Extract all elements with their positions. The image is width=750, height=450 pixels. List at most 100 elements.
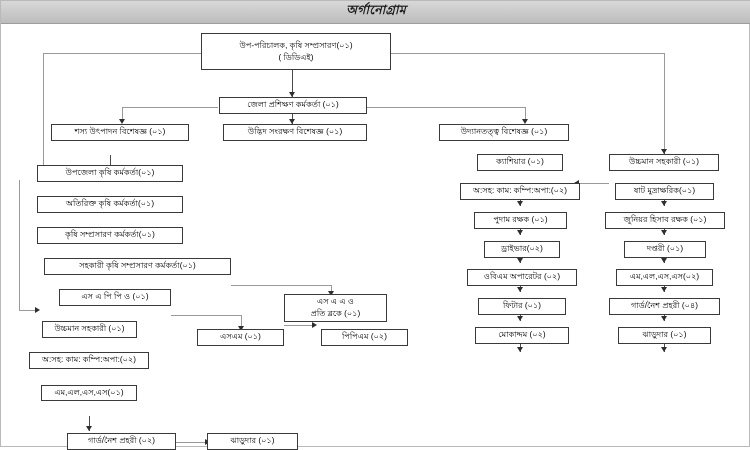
node-sweeper-right[interactable]: ঝাড়ুদার (০১) xyxy=(618,327,711,344)
arrow-obm-fitter xyxy=(517,316,523,321)
connector-dto-plant-v xyxy=(292,113,293,124)
connector-ua-right-cashier xyxy=(579,183,609,184)
node-plant-protection-specialist[interactable]: উদ্ভিদ সংরক্ষণ বিশেষজ্ঞ (০১) xyxy=(223,124,367,141)
node-label: ওবিএম অপারেটর (০২) xyxy=(483,272,561,282)
node-label: ঝাড়ুদার (০১) xyxy=(642,330,687,340)
node-agriculture-extension-officer[interactable]: কৃষি সম্প্রসারণ কর্মকর্তা(০১) xyxy=(37,227,183,244)
arrow-dto-horti xyxy=(522,119,528,124)
connector-dto-left-h xyxy=(122,107,218,108)
connector-dd-right-v xyxy=(664,53,665,156)
node-label: ঝাড়ুদার (০১) xyxy=(230,436,275,446)
connector-dd-left-v xyxy=(43,53,44,181)
arrow-guard-sweep-right xyxy=(661,347,667,352)
node-junior-accountant[interactable]: জুনিয়র হিসাব রক্ষক (০১) xyxy=(605,212,725,229)
connector-sappo-sm-h xyxy=(171,315,241,316)
connector-sm-ppm xyxy=(284,325,314,326)
node-district-training-officer[interactable]: জেলা প্রশিক্ষণ কর্মকর্তা (০১) xyxy=(219,97,367,114)
connector-dto-horti-v xyxy=(525,107,526,122)
node-label: গার্ড/নৈশ প্রহরী (০৪) xyxy=(631,301,698,311)
node-label: এম,এল,এস,এস(০১) xyxy=(54,387,124,397)
node-label: অতিরিক্ত কৃষি কর্মকর্তা(০১) xyxy=(65,199,155,209)
node-label: ক্যাশিয়ার (০১) xyxy=(496,157,544,167)
connector-saeo-saao-v xyxy=(331,285,332,294)
connector-dd-left-h xyxy=(43,53,208,54)
node-mlss-left[interactable]: এম,এল,এস,এস(০১) xyxy=(41,385,137,401)
node-label: শস্য উৎপাদন বিশেষজ্ঞ (০১) xyxy=(74,127,166,137)
node-label: এস এ পি পি ও (০১) xyxy=(81,292,149,302)
arrow-dd-dto xyxy=(289,92,295,97)
node-label: উপজেলা কৃষি কর্মকর্তা(০১) xyxy=(65,168,155,178)
page-header: অর্গানোগ্রাম xyxy=(1,1,750,24)
node-label: দপ্তরী (০১) xyxy=(646,244,684,254)
node-mokaddam[interactable]: মোকাদ্দম (০২) xyxy=(475,327,569,344)
node-fitter[interactable]: ফিটার (০১) xyxy=(478,298,566,315)
node-typist[interactable]: ষাট মুদ্রাক্ষরিক(০১) xyxy=(615,183,714,200)
node-crop-production-specialist[interactable]: শস্য উৎপাদন বিশেষজ্ঞ (০১) xyxy=(51,124,189,141)
node-label: সহকারী কৃষি সম্প্রসারণ কর্মকর্তা(০১) xyxy=(79,261,196,271)
connector-uao-ua-left-v xyxy=(19,180,20,310)
arrow-jracc-daftari xyxy=(661,258,667,263)
node-label: পিপিএম (০২) xyxy=(342,332,387,342)
node-driver[interactable]: ড্রাইভার(০২) xyxy=(484,241,560,258)
arrow-store-driver xyxy=(517,258,523,263)
connector-fitter-mokaddam xyxy=(520,337,521,352)
node-label: ড্রাইভার(০২) xyxy=(501,244,543,254)
arrow-mlss-guard-left xyxy=(86,426,92,431)
connector-guard-sweep-right xyxy=(664,337,665,352)
arrow-daftari-mlss xyxy=(661,287,667,292)
node-label: জেলা প্রশিক্ষণ কর্মকর্তা (০১) xyxy=(247,100,339,110)
arrow-dd-ua-right xyxy=(661,149,667,154)
node-office-assistant-computer-operator-mid[interactable]: অ:সহ: কাম: কম্পি:অপা:(০২) xyxy=(460,183,580,200)
node-ppm[interactable]: পিপিএম (০২) xyxy=(321,329,408,346)
page-title: অর্গানোগ্রাম xyxy=(346,3,406,17)
node-label: উচ্চমান সহকারী (০১) xyxy=(628,157,700,167)
node-label: পুদাম রক্ষক (০১) xyxy=(493,215,548,225)
arrow-ua-typist xyxy=(661,201,667,206)
arrow-saeo-saao xyxy=(328,291,334,296)
node-guard-night-guard-right[interactable]: গার্ড/নৈশ প্রহরী (০৪) xyxy=(609,298,720,315)
arrow-dto-plantprot xyxy=(289,119,295,124)
node-label: ষাট মুদ্রাক্ষরিক(০১) xyxy=(633,186,696,196)
node-upper-division-assistant-right[interactable]: উচ্চমান সহকারী (০১) xyxy=(609,154,719,171)
node-additional-agriculture-officer[interactable]: অতিরিক্ত কৃষি কর্মকর্তা(০১) xyxy=(37,196,183,213)
node-saao-per-block[interactable]: এস এ এ ও প্রতি ব্লকে (০১) xyxy=(284,294,387,322)
node-label: ফিটার (০১) xyxy=(502,301,542,311)
arrow-osk-store xyxy=(517,230,523,235)
arrow-typist-jracc xyxy=(661,230,667,235)
arrow-sappo-sm xyxy=(238,326,244,331)
node-daftari[interactable]: দপ্তরী (০১) xyxy=(624,241,706,258)
connector-dto-crop-v xyxy=(122,107,123,122)
node-upazila-agriculture-officer[interactable]: উপজেলা কৃষি কর্মকর্তা(০১) xyxy=(37,165,183,182)
arrow-uao-ua-left xyxy=(35,307,40,313)
node-label: অ:সহ: কাম: কম্পি:অপা:(০২) xyxy=(472,186,568,196)
node-office-assistant-computer-operator-left[interactable]: অ:সহ: কাম: কম্পি:অপা:(০২) xyxy=(29,352,149,369)
connector-guard-sweep-left xyxy=(176,442,207,443)
node-label: এসএম (০১) xyxy=(220,332,261,342)
node-guard-night-guard-left[interactable]: গার্ড/নৈশ প্রহরী (০২) xyxy=(67,433,176,450)
node-cashier[interactable]: ক্যাশিয়ার (০১) xyxy=(477,154,563,171)
connector-uao-ua-left-h xyxy=(19,310,37,311)
node-horticulture-specialist[interactable]: উদ্যানতত্ত্ব বিশেষজ্ঞ (০১) xyxy=(439,124,569,141)
node-label: কৃষি সম্প্রসারণ কর্মকর্তা(০১) xyxy=(65,230,155,240)
node-obm-operator[interactable]: ওবিএম অপারেটর (০২) xyxy=(467,269,577,286)
arrow-mlss-guard-right xyxy=(661,316,667,321)
node-label: অ:সহ: কাম: কম্পি:অপা:(০২) xyxy=(41,355,137,365)
node-sweeper-left[interactable]: ঝাড়ুদার (০১) xyxy=(207,433,298,450)
connector-sappo-sm-v xyxy=(241,315,242,329)
node-deputy-director[interactable]: উপ-পরিচালক, কৃষি সম্প্রসারণ(০১) ( ডিডিএই… xyxy=(201,33,391,70)
node-mlss-right[interactable]: এম,এল,এস,এস(০২) xyxy=(616,269,713,286)
node-upper-division-assistant-left[interactable]: উচ্চমান সহকারী (০১) xyxy=(42,321,137,338)
node-assistant-agriculture-extension-officer[interactable]: সহকারী কৃষি সম্প্রসারণ কর্মকর্তা(০১) xyxy=(44,258,231,275)
arrow-sm-ppm xyxy=(312,322,317,328)
connector-mlss-guard-left xyxy=(89,416,90,431)
node-label: এম,এল,এস,এস(০২) xyxy=(629,272,700,282)
connector-dd-dto xyxy=(292,70,293,97)
node-store-keeper[interactable]: পুদাম রক্ষক (০১) xyxy=(474,212,567,229)
node-label-line-2: প্রতি ব্লকে (০১) xyxy=(310,309,361,318)
node-label: গার্ড/নৈশ প্রহরী (০২) xyxy=(88,436,155,446)
connector-dd-right-h xyxy=(391,53,664,54)
node-sm[interactable]: এসএম (০১) xyxy=(197,329,284,346)
node-sappo[interactable]: এস এ পি পি ও (০১) xyxy=(59,289,171,306)
node-label-line-1: উপ-পরিচালক, কৃষি সম্প্রসারণ(০১) xyxy=(239,40,353,50)
arrow-fitter-mokaddam xyxy=(517,347,523,352)
